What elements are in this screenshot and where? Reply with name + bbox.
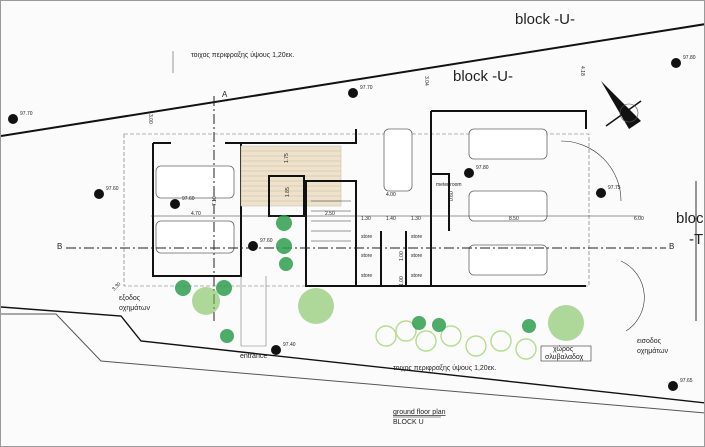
vehicle-exit-label: εξοδος [119, 295, 141, 302]
level-value: 97.80 [476, 165, 489, 171]
bins-area-label: χώρος [553, 345, 574, 353]
level-value: 97.40 [283, 342, 296, 348]
level-value: 97.60 [182, 196, 195, 202]
vegetation [175, 215, 584, 360]
car [468, 244, 548, 276]
drawing-subtitle: BLOCK U [393, 419, 424, 426]
store-label: store [411, 253, 422, 259]
dimension: 1.00 [399, 276, 405, 286]
dimension: 3.00 [147, 114, 153, 124]
plot-line-south [1, 306, 704, 404]
gate-swing [560, 140, 645, 332]
store-label: store [361, 234, 372, 240]
car [468, 190, 548, 222]
meter-room-label: meter room [436, 182, 462, 188]
dimension: 7.10 [212, 196, 218, 206]
dimension: 0.60 [449, 191, 455, 201]
vehicle-entry-label: οχημάτων [637, 347, 668, 355]
north-arrow-icon [601, 81, 642, 129]
store-walls [355, 111, 586, 287]
level-value: 97.60 [106, 186, 119, 192]
fence-note: τοιχος περιφραξης ύψους 1,20εκ. [191, 51, 294, 59]
level-markers [8, 58, 681, 391]
vehicle-entry-label: εισοδος [637, 338, 662, 345]
south-fence-wall [1, 313, 704, 414]
section-mark: B [57, 242, 62, 251]
drawing-title: ground floor plan [393, 409, 446, 416]
block-label: block [676, 210, 705, 227]
block-label: -T [689, 231, 703, 248]
bins-area [540, 345, 592, 362]
section-mark: B [669, 242, 674, 251]
car [383, 128, 413, 192]
dimension: 3.30 [111, 281, 122, 292]
car [468, 128, 548, 160]
dimension: 1.30 [411, 216, 421, 222]
dimension: 1.30 [361, 216, 371, 222]
dimension: 4.00 [386, 192, 396, 198]
car [155, 165, 235, 199]
block-label: block -U- [515, 11, 575, 28]
exterior-walls [152, 110, 587, 277]
level-value: 97.65 [680, 378, 693, 384]
dimension: 4.70 [191, 211, 201, 217]
dimension: 1.85 [285, 187, 291, 197]
store-label: store [411, 273, 422, 279]
north-fence-wall [1, 23, 704, 137]
dimension: 1.40 [386, 216, 396, 222]
entrance-label: entrance [240, 353, 267, 360]
block-label: block -U- [453, 68, 513, 85]
level-value: 97.60 [260, 238, 273, 244]
bins-area-label: σλυβαλαδοχ [545, 354, 584, 361]
level-value: 97.70 [360, 85, 373, 91]
store-label: store [361, 273, 372, 279]
vehicle-exit-label: οχημάτων [119, 304, 150, 312]
dimension: 1.00 [399, 251, 405, 261]
level-value: 97.80 [683, 55, 696, 61]
store-label: store [411, 234, 422, 240]
entrance-path [240, 276, 267, 347]
dimension: 8.50 [509, 216, 519, 222]
dimension: 1.75 [284, 153, 290, 163]
dimension: 4.18 [579, 66, 585, 76]
section-mark: A [222, 90, 228, 99]
dimension: 2.50 [325, 211, 335, 217]
store-label: store [361, 253, 372, 259]
dimension: 3.04 [423, 76, 429, 86]
fence-note: τοιχος περιφραξης ύψους 1,20εκ. [393, 364, 496, 372]
stair-steps [311, 200, 351, 242]
dimension: 6.00 [634, 216, 644, 222]
level-value: 97.75 [608, 185, 621, 191]
level-value: 97.70 [20, 111, 33, 117]
